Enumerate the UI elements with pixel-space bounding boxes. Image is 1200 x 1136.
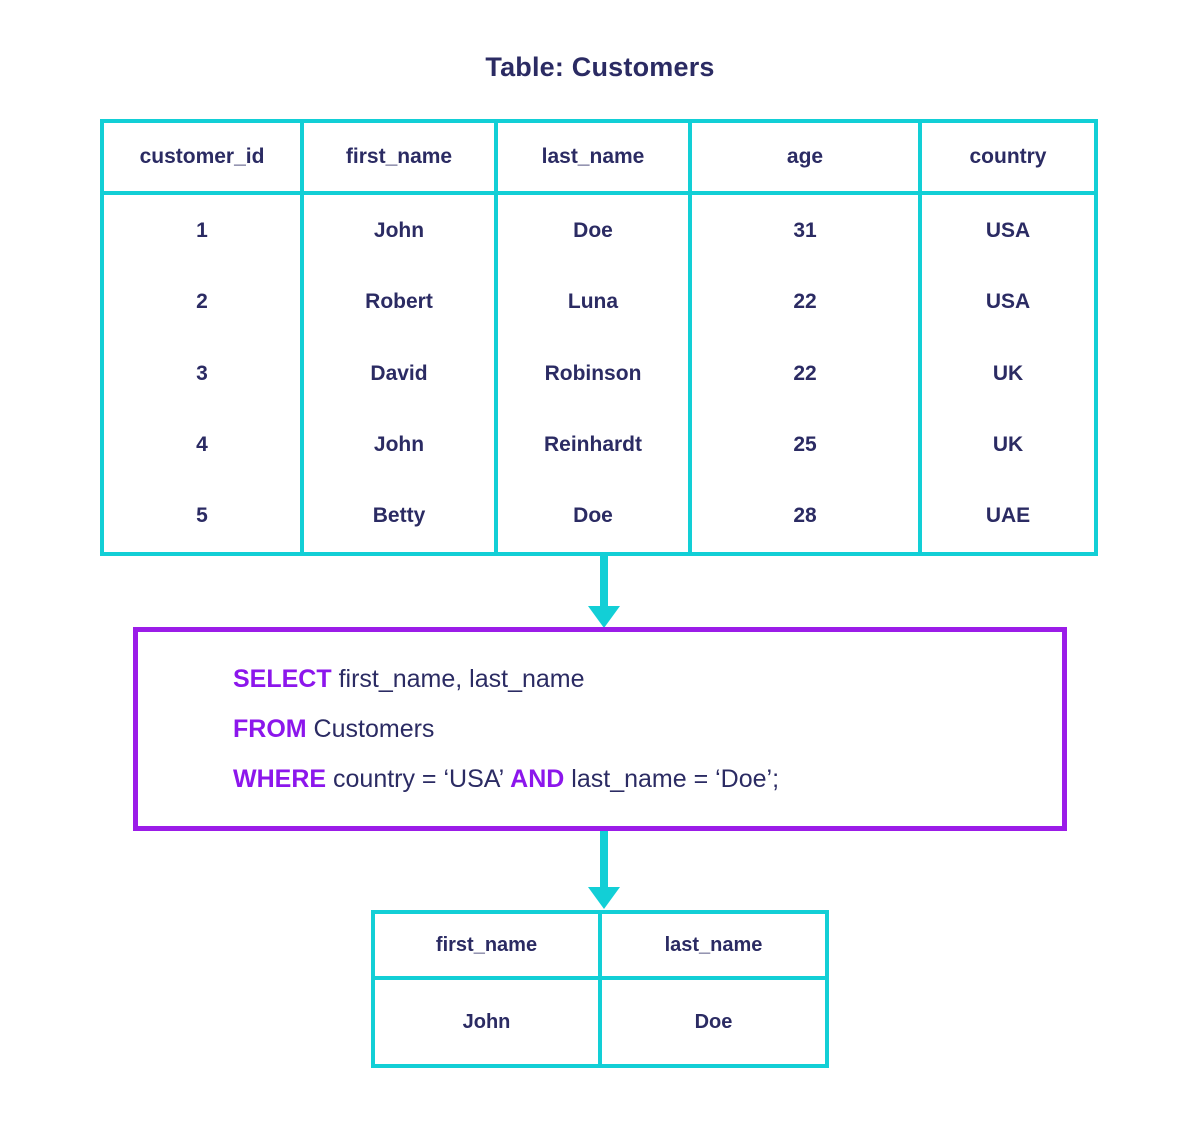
source-table-body: 1 2 3 4 5 John Robert David John Betty D… (104, 195, 1094, 552)
sql-select-columns: first_name, last_name (331, 665, 585, 693)
table-column-last-name: Doe Luna Robinson Reinhardt Doe (498, 195, 692, 552)
table-cell: 28 (793, 504, 817, 528)
source-table: customer_id first_name last_name age cou… (100, 119, 1098, 556)
table-column-age: 31 22 22 25 28 (692, 195, 922, 552)
table-cell: John (373, 432, 425, 456)
arrow-down-icon (584, 556, 624, 630)
table-cell: 5 (196, 504, 208, 528)
table-cell: Doe (573, 504, 613, 528)
table-cell: 22 (793, 361, 817, 385)
arrow-head (588, 887, 620, 909)
table-cell: Reinhardt (543, 432, 642, 456)
result-column-header-last-name: last_name (664, 933, 763, 956)
table-cell: Robert (365, 290, 433, 314)
table-cell: 2 (196, 290, 208, 314)
column-header-first-name: first_name (304, 123, 498, 191)
result-column-header-first-name: first_name (375, 914, 602, 976)
arrow-down-icon (584, 831, 624, 913)
table-cell: Luna (567, 290, 619, 314)
sql-where-condition-1: country = ‘USA’ (326, 765, 511, 793)
table-column-first-name: John Robert David John Betty (304, 195, 498, 552)
table-cell: 3 (196, 361, 208, 385)
sql-query-line-from: FROM Customers (233, 704, 1062, 754)
table-cell: Robinson (544, 361, 642, 385)
column-header-customer-id: customer_id (104, 123, 304, 191)
arrow-head (588, 606, 620, 628)
column-header-last-name: last_name (498, 123, 692, 191)
table-column-country: USA USA UK UK UAE (922, 195, 1094, 552)
result-table: first_name last_name John Doe (371, 910, 829, 1068)
sql-keyword-from: FROM (233, 715, 307, 743)
sql-query-box: SELECT first_name, last_name FROM Custom… (133, 627, 1067, 831)
result-table-cell: John (375, 980, 602, 1064)
sql-keyword-where: WHERE (233, 765, 327, 793)
table-cell: UK (992, 432, 1024, 456)
table-cell: USA (985, 218, 1031, 242)
sql-from-table: Customers (306, 715, 435, 743)
sql-query-line-where: WHERE country = ‘USA’ AND last_name = ‘D… (233, 754, 1062, 804)
table-cell: 22 (793, 290, 817, 314)
sql-where-condition-2: last_name = ‘Doe’; (564, 765, 780, 793)
sql-keyword-and: AND (510, 765, 565, 793)
table-cell: Doe (573, 218, 613, 242)
result-table-header-row: first_name last_name (375, 914, 825, 980)
table-cell: UK (992, 361, 1024, 385)
table-cell: David (370, 361, 428, 385)
result-table-row: John Doe (375, 980, 825, 1064)
page-title: Table: Customers (485, 52, 715, 82)
table-cell: 4 (196, 432, 208, 456)
table-cell: 1 (196, 218, 208, 242)
sql-query-line-select: SELECT first_name, last_name (233, 654, 1062, 704)
table-column-customer-id: 1 2 3 4 5 (104, 195, 304, 552)
table-cell: USA (985, 290, 1031, 314)
table-cell: Betty (372, 504, 426, 528)
table-cell: 31 (793, 218, 817, 242)
result-table-cell: Doe (694, 1010, 733, 1033)
sql-keyword-select: SELECT (233, 665, 332, 693)
source-table-header-row: customer_id first_name last_name age cou… (104, 123, 1094, 195)
column-header-age: age (692, 123, 922, 191)
arrow-shaft (600, 556, 608, 608)
arrow-shaft (600, 831, 608, 889)
table-cell: UAE (985, 504, 1031, 528)
table-cell: John (373, 218, 425, 242)
column-header-country: country (969, 145, 1047, 168)
table-cell: 25 (793, 432, 817, 456)
